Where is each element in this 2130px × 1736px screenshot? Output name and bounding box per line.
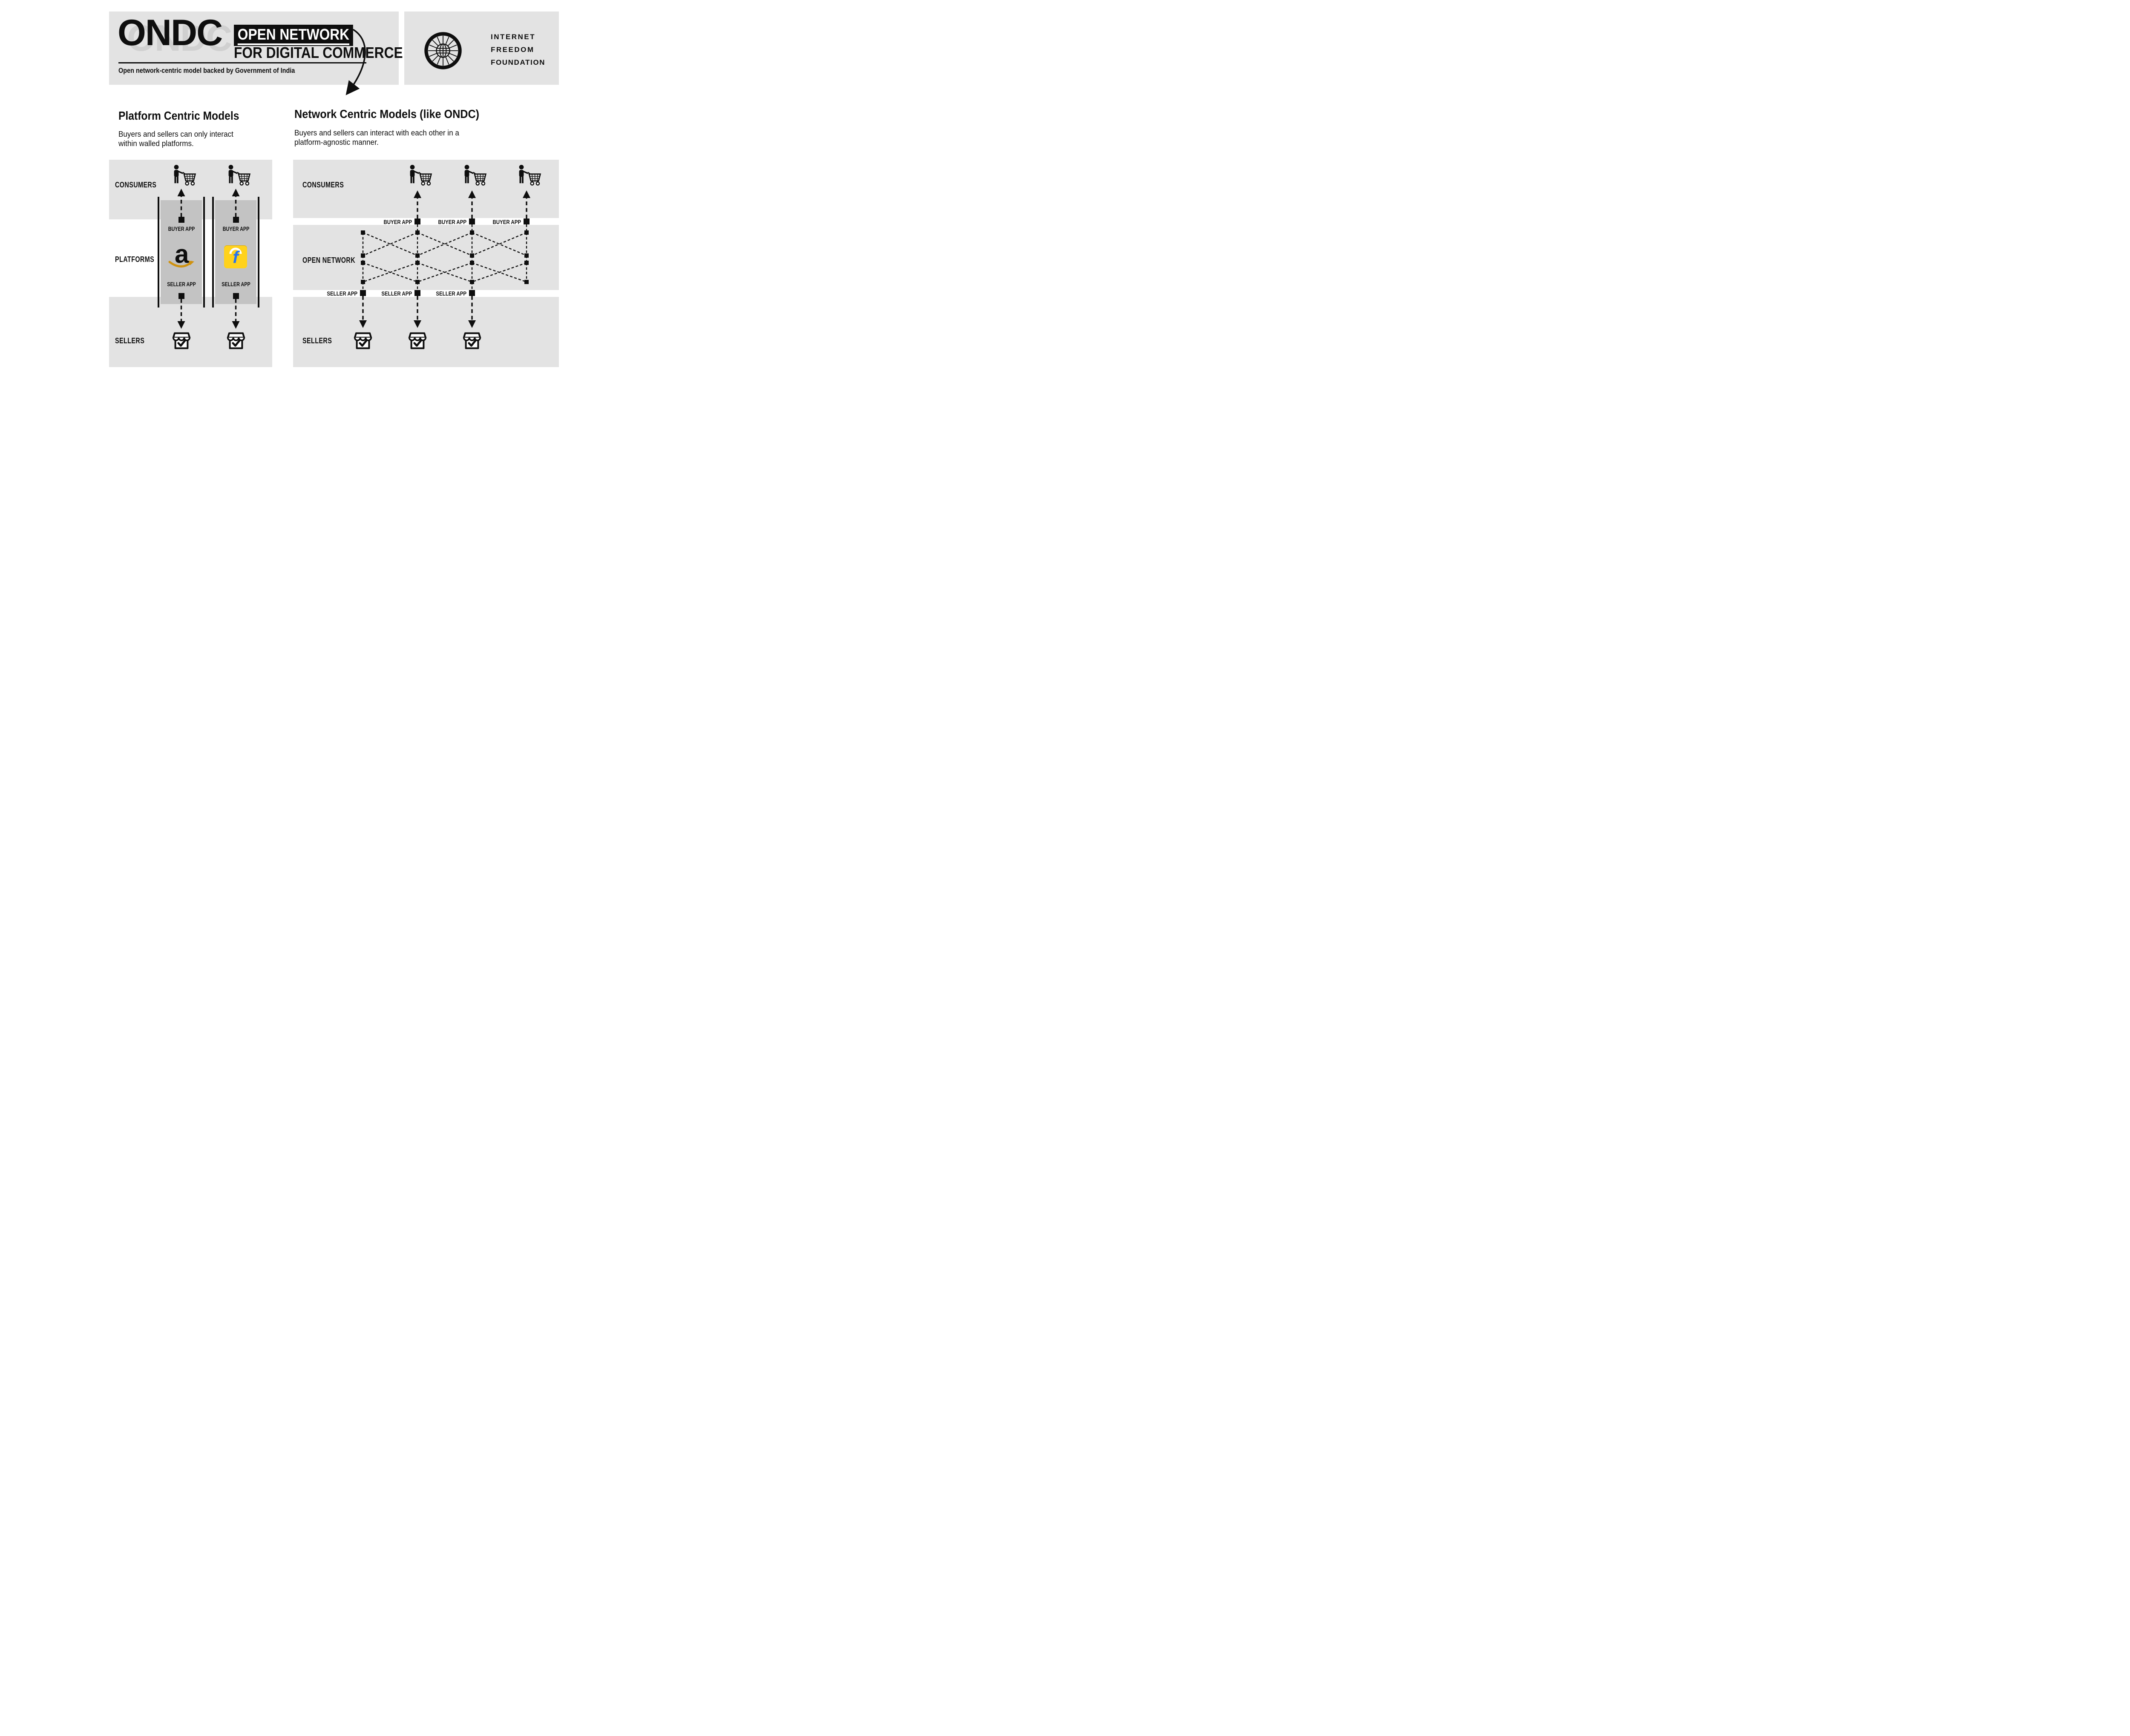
seller-app-label: SELLER APP <box>436 290 466 297</box>
left-model-title: Platform Centric Models <box>118 109 239 122</box>
logo-line3: FOUNDATION <box>491 58 546 66</box>
buyer-app-connector <box>414 218 420 224</box>
left-connectors <box>177 189 240 329</box>
buyer-app-label: BUYER APP <box>438 219 466 225</box>
left-platforms-label: PLATFORMS <box>115 255 155 264</box>
header-tagline: Open network-centric model backed by Gov… <box>118 66 295 75</box>
wall-line <box>258 197 259 308</box>
right-consumers-label: CONSUMERS <box>302 181 344 189</box>
right-model-subtitle: Buyers and sellers can interact with eac… <box>294 129 459 147</box>
buyer-app-connector <box>178 217 184 223</box>
network-centric-diagram: CONSUMERS OPEN NETWORK SELLERS <box>293 160 559 367</box>
wall-line <box>203 197 205 308</box>
right-sellers-band <box>293 297 559 367</box>
seller-app-label: SELLER APP <box>381 290 412 297</box>
open-network-mesh <box>359 190 530 328</box>
curved-pointer-arrow <box>345 29 366 95</box>
seller-app-connector <box>233 293 239 299</box>
title-for-digital-commerce: FOR DIGITAL COMMERCE <box>234 44 403 61</box>
buyer-app-label: BUYER APP <box>492 219 521 225</box>
logo-line2: FREEDOM <box>491 46 535 54</box>
amazon-logo: a <box>167 241 196 270</box>
seller-store-icon <box>353 331 373 351</box>
right-sellers-label: SELLERS <box>302 336 332 345</box>
seller-app-connector <box>178 293 184 299</box>
right-consumers-band <box>293 160 559 218</box>
seller-app-connector <box>360 290 366 296</box>
buyer-app-connector <box>469 218 475 224</box>
flipkart-logo: f <box>224 245 247 268</box>
brand-wordmark: ONDC <box>118 12 223 53</box>
seller-store-icon <box>462 331 482 351</box>
wall-line <box>158 197 159 308</box>
seller-store-icon <box>226 331 246 351</box>
platform-centric-diagram: CONSUMERS PLATFORMS SELLERS BUYER APP <box>109 160 272 367</box>
buyer-app-connector <box>233 217 239 223</box>
seller-store-icon <box>407 331 428 351</box>
chakra-globe-wheel-icon <box>424 32 462 69</box>
open-network-label: OPEN NETWORK <box>302 256 356 264</box>
seller-app-connector <box>469 290 475 296</box>
header-panel <box>109 11 399 85</box>
buyer-app-connector <box>524 218 530 224</box>
header-divider <box>118 62 366 63</box>
buyer-app-label: BUYER APP <box>383 219 412 225</box>
ondc-infographic: ONDC OPEN NETWORK FOR DIGITAL COMMERCE O… <box>0 0 658 370</box>
seller-app-label: SELLER APP <box>167 281 196 287</box>
title-line1: OPEN NETWORK <box>237 26 350 45</box>
logo-text: INTERNET FREEDOM FOUNDATION <box>491 31 545 69</box>
buyer-app-label: BUYER APP <box>168 226 195 232</box>
seller-app-label: SELLER APP <box>221 281 250 287</box>
seller-app-connector <box>414 290 420 296</box>
seller-app-label: SELLER APP <box>327 290 357 297</box>
title-open-network: OPEN NETWORK <box>234 25 353 46</box>
seller-store-icon <box>171 331 192 351</box>
wall-line <box>212 197 214 308</box>
buyer-app-label: BUYER APP <box>222 226 249 232</box>
left-sellers-label: SELLERS <box>115 336 145 345</box>
right-model-title: Network Centric Models (like ONDC) <box>294 107 480 121</box>
logo-line1: INTERNET <box>491 33 535 41</box>
left-sellers-band <box>109 297 272 367</box>
logo-panel <box>404 11 559 85</box>
left-consumers-label: CONSUMERS <box>115 181 157 189</box>
left-model-subtitle: Buyers and sellers can only interact wit… <box>118 130 233 148</box>
